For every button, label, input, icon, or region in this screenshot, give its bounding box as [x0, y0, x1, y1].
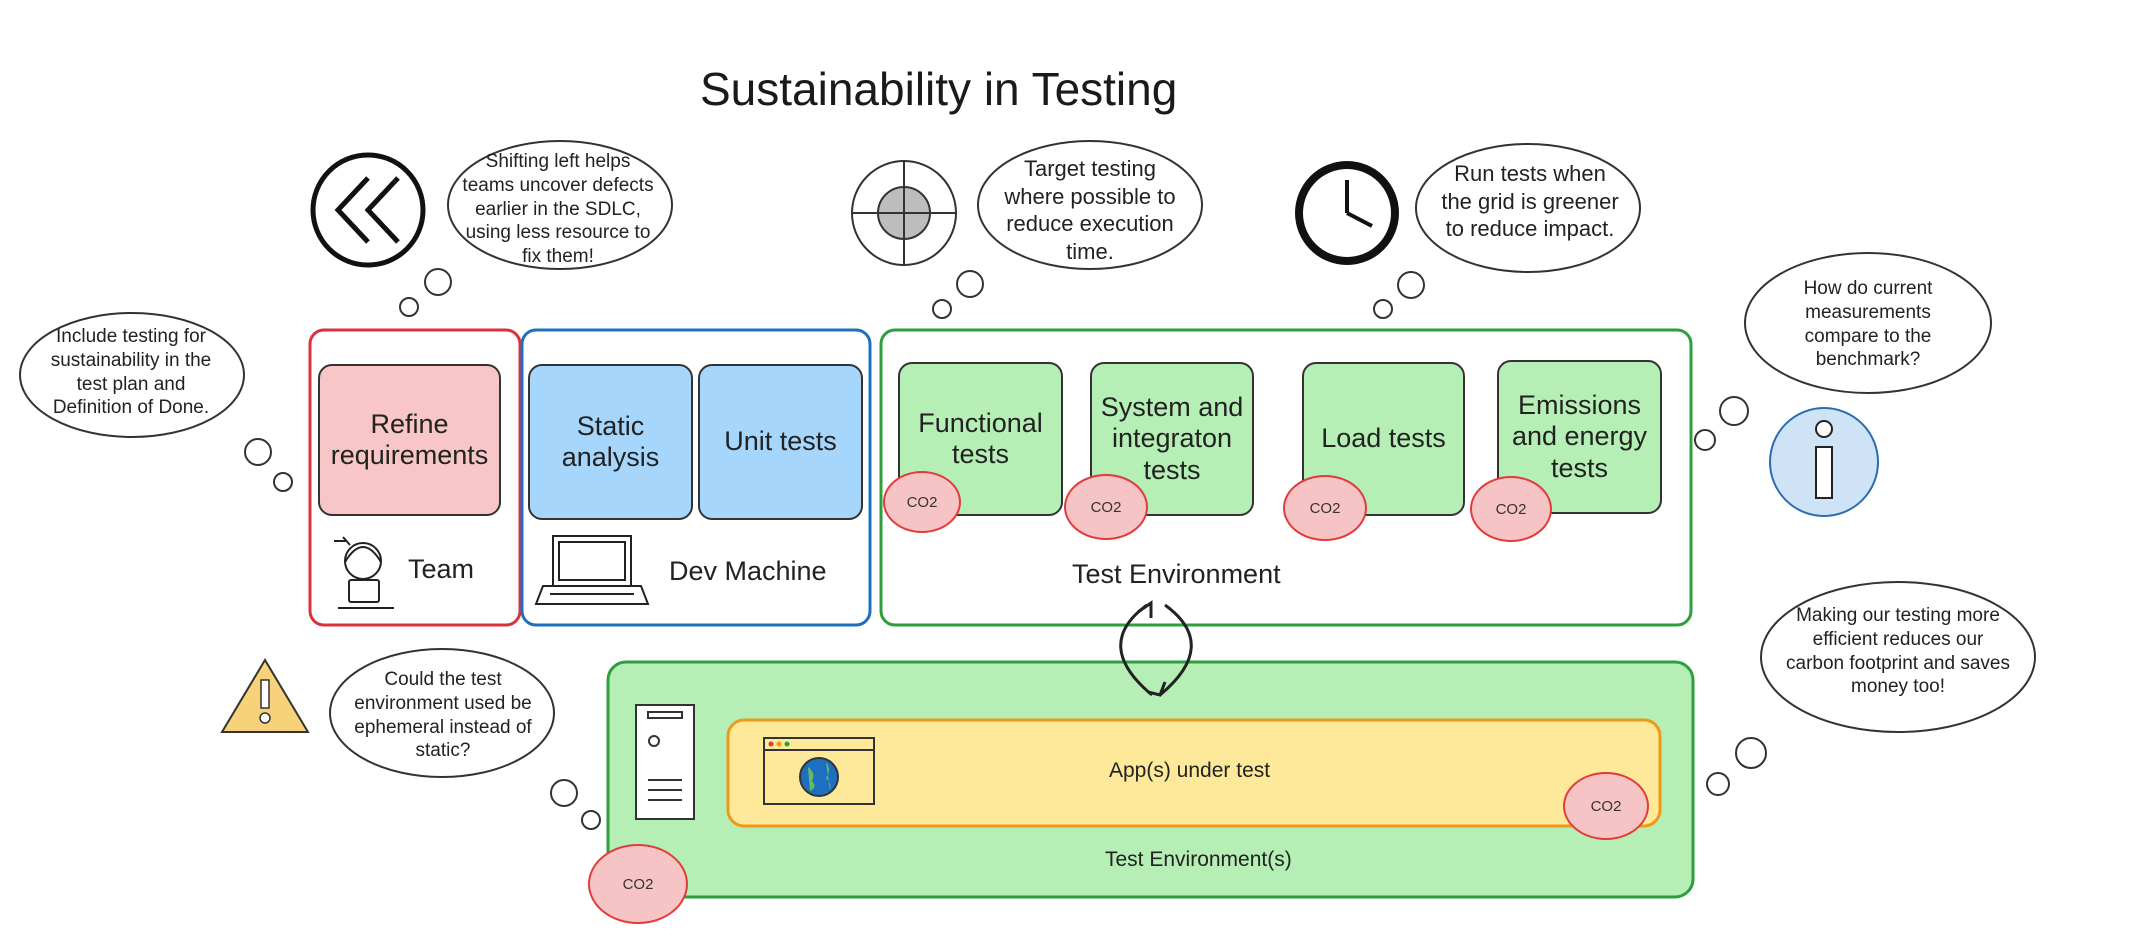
dev-group-frame	[520, 328, 872, 627]
team-label: Team	[408, 554, 475, 584]
bubble-definition-of-done-text: Include testing for sustainability in th…	[50, 326, 212, 419]
system-integration-tests-label: System and integraton tests	[1100, 392, 1244, 485]
bubble-efficient-text: Making our testing more efficient reduce…	[1786, 605, 2010, 698]
load-tests-label: Load tests	[1321, 423, 1446, 454]
bubble-shift-left	[447, 140, 673, 270]
app-under-test-label: App(s) under test	[1109, 759, 1271, 782]
static-analysis-box: Static analysis	[528, 364, 693, 520]
bubble-ephemeral-text: Could the test environment used be ephem…	[354, 669, 532, 762]
developer-avatar-icon	[334, 536, 394, 609]
refine-requirements-label: Refine requirements	[330, 408, 489, 470]
co2-badge: CO2	[1470, 476, 1552, 542]
bubble-grid-greener	[1415, 143, 1641, 273]
emissions-energy-tests-label: Emissions and energy tests	[1511, 390, 1648, 483]
unit-tests-box: Unit tests	[698, 364, 863, 520]
bubble-benchmark-text: How do current measurements compare to t…	[1803, 278, 1933, 371]
app-under-test-frame	[726, 718, 1662, 828]
co2-badge: CO2	[1064, 474, 1148, 540]
co2-badge: CO2	[1283, 475, 1367, 541]
functional-tests-label: Functional tests	[918, 407, 1043, 469]
co2-badge: CO2	[1563, 772, 1649, 840]
warning-icon	[220, 658, 310, 733]
laptop-icon	[534, 535, 650, 605]
co2-badge: CO2	[588, 844, 688, 924]
bubble-target-testing-text: Target testing where possible to reduce …	[1004, 156, 1176, 264]
test-environments-label: Test Environment(s)	[1105, 848, 1292, 871]
bubble-ephemeral	[329, 648, 555, 778]
bubble-benchmark	[1744, 252, 1992, 394]
rewind-icon	[310, 152, 426, 268]
test-environment-label: Test Environment	[1072, 559, 1281, 589]
bubble-definition-of-done	[19, 312, 245, 438]
bubble-grid-greener-text: Run tests when the grid is greener to re…	[1441, 161, 1619, 241]
test-group-frame	[879, 328, 1693, 627]
server-icon	[635, 704, 695, 820]
team-group-frame	[308, 328, 522, 627]
info-icon	[1769, 407, 1879, 517]
dev-machine-label: Dev Machine	[669, 556, 827, 586]
system-integration-tests-box: System and integraton tests	[1090, 362, 1254, 516]
clock-icon	[1295, 161, 1399, 265]
bubble-efficient	[1760, 581, 2036, 733]
cycle-arrows-icon	[1119, 600, 1193, 697]
unit-tests-label: Unit tests	[724, 426, 837, 457]
target-icon	[851, 160, 957, 266]
page-title: Sustainability in Testing	[700, 63, 1178, 115]
refine-requirements-box: Refine requirements	[318, 364, 501, 516]
static-analysis-label: Static analysis	[561, 410, 660, 472]
co2-badge: CO2	[883, 471, 961, 533]
browser-globe-icon	[763, 737, 875, 805]
bubble-shift-left-text: Shifting left helps teams uncover defect…	[462, 151, 654, 267]
bubble-target-testing	[977, 140, 1203, 270]
